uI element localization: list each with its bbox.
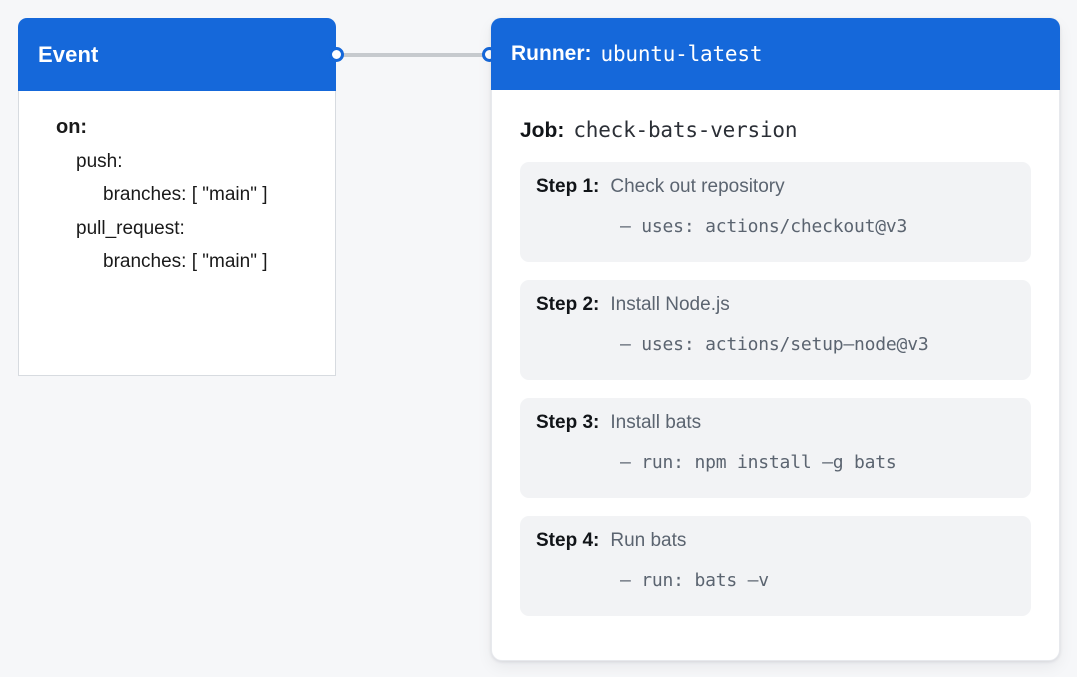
- step-card[interactable]: Step 2: Install Node.js – uses: actions/…: [520, 280, 1031, 380]
- step-title: Run bats: [610, 530, 687, 551]
- job-row: Job: check-bats-version: [492, 91, 1059, 143]
- event-node-title: Event: [38, 41, 99, 67]
- step-title: Install Node.js: [610, 294, 730, 315]
- step-head: Step 3: Install bats: [536, 412, 1031, 434]
- step-command: – run: bats –v: [620, 570, 769, 591]
- step-card[interactable]: Step 3: Install bats – run: npm install …: [520, 398, 1031, 498]
- step-head: Step 2: Install Node.js: [536, 294, 1031, 316]
- yaml-line-on: on:: [56, 116, 88, 138]
- step-command: – uses: actions/setup–node@v3: [620, 334, 929, 355]
- step-title: Check out repository: [610, 176, 785, 197]
- step-index: Step 4:: [536, 530, 600, 551]
- runner-node[interactable]: Runner: ubuntu-latest Job: check-bats-ve…: [491, 18, 1060, 661]
- yaml-line-push: push:: [76, 150, 123, 172]
- job-label: Job:: [520, 119, 565, 142]
- step-command: – run: npm install –g bats: [620, 452, 897, 473]
- step-command: – uses: actions/checkout@v3: [620, 216, 908, 237]
- job-value: check-bats-version: [573, 118, 798, 142]
- runner-node-header: Runner: ubuntu-latest: [491, 18, 1060, 90]
- step-title: Install bats: [610, 412, 702, 433]
- yaml-line-pull-request-branches: branches: [ "main" ]: [103, 251, 268, 272]
- event-output-port[interactable]: [329, 47, 344, 62]
- yaml-line-pull-request: pull_request:: [76, 217, 185, 239]
- step-card[interactable]: Step 4: Run bats – run: bats –v: [520, 516, 1031, 616]
- steps-list: Step 1: Check out repository – uses: act…: [492, 143, 1059, 616]
- step-index: Step 1:: [536, 176, 600, 197]
- event-node-header: Event: [18, 18, 336, 91]
- step-head: Step 4: Run bats: [536, 530, 1031, 552]
- step-card[interactable]: Step 1: Check out repository – uses: act…: [520, 162, 1031, 262]
- event-node-body: on: push: branches: [ "main" ] pull_requ…: [19, 91, 335, 279]
- connector-line: [341, 53, 491, 57]
- event-node[interactable]: Event on: push: branches: [ "main" ] pul…: [18, 18, 336, 376]
- runner-label: Runner:: [511, 42, 592, 65]
- step-head: Step 1: Check out repository: [536, 176, 1031, 198]
- step-index: Step 2:: [536, 294, 600, 315]
- step-index: Step 3:: [536, 412, 600, 433]
- runner-value: ubuntu-latest: [600, 42, 763, 66]
- yaml-line-push-branches: branches: [ "main" ]: [103, 184, 268, 205]
